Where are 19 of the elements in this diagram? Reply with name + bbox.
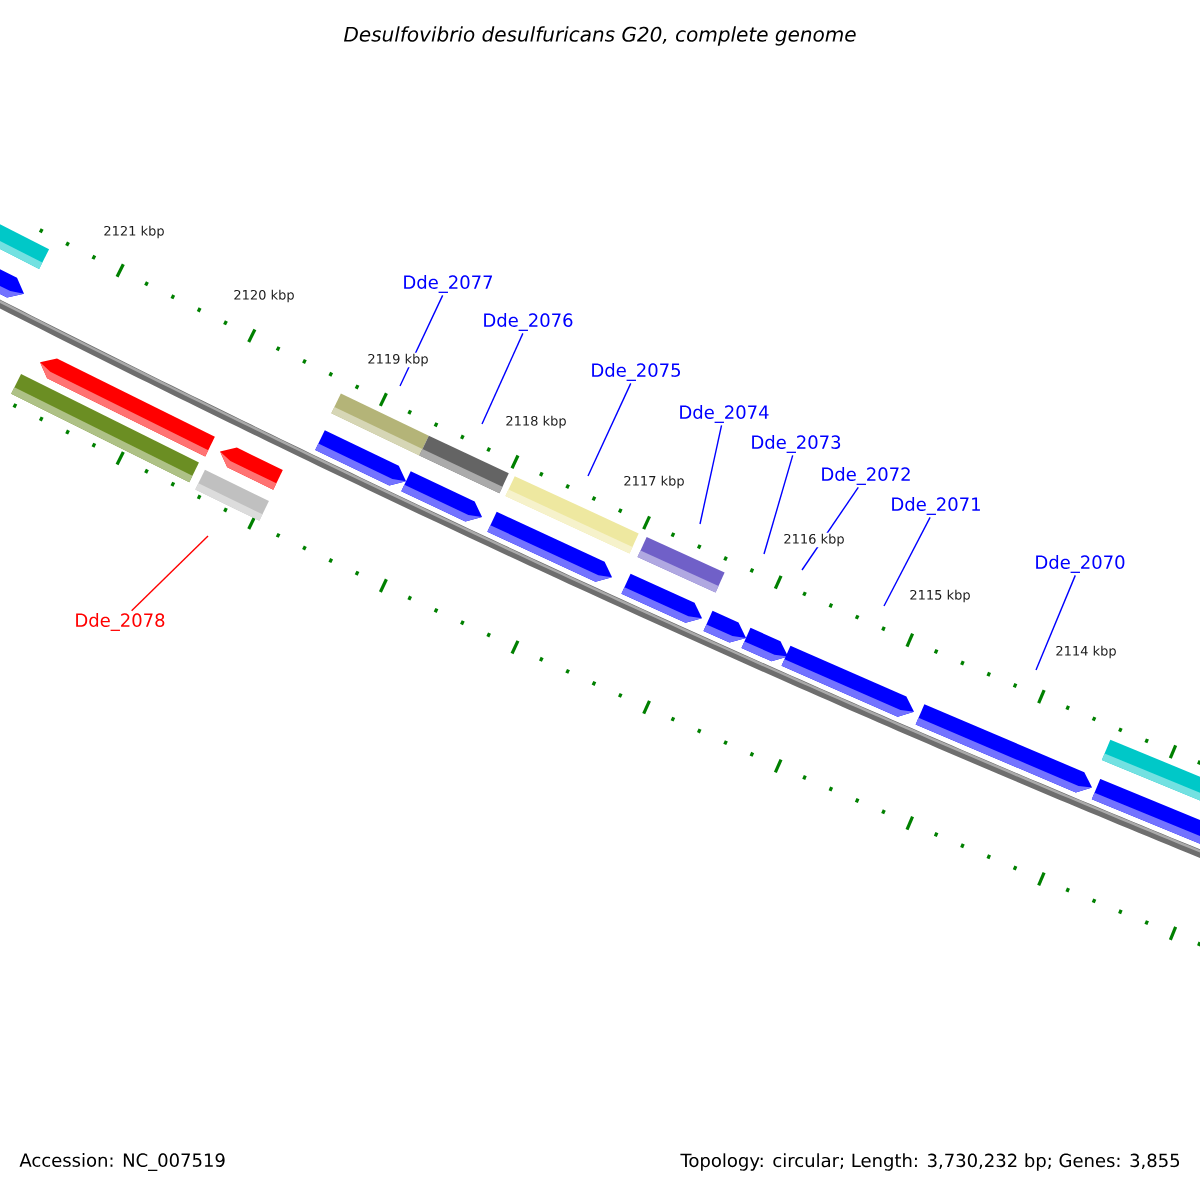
leader-line	[481, 332, 524, 425]
gene-label: Dde_2072	[822, 467, 910, 485]
gene-label: Dde_2076	[484, 313, 573, 331]
leader-line	[1035, 574, 1076, 671]
leader-line	[883, 516, 931, 607]
title: Desulfovibrio desulfuricans G20, complete genome	[344, 26, 856, 46]
gene-label: Dde_2070	[1036, 555, 1125, 573]
leader-line	[587, 382, 632, 477]
gene-label: Dde_2073	[752, 435, 841, 453]
leader-line	[699, 424, 723, 525]
leader-line	[130, 535, 209, 612]
gene-label: Dde_2075	[592, 363, 680, 381]
gene-label: Dde_2071	[892, 497, 980, 515]
accession-text: Accession: NC_007519	[19, 1153, 225, 1171]
gene-label: Dde_2074	[680, 405, 769, 423]
gene-label: Dde_2078	[76, 613, 165, 631]
genome-info-text: Topology: circular; Length: 3,730,232 bp; Genes: 3,855	[680, 1153, 1180, 1171]
gene-label: Dde_2077	[404, 275, 493, 293]
leader-line	[763, 454, 794, 555]
